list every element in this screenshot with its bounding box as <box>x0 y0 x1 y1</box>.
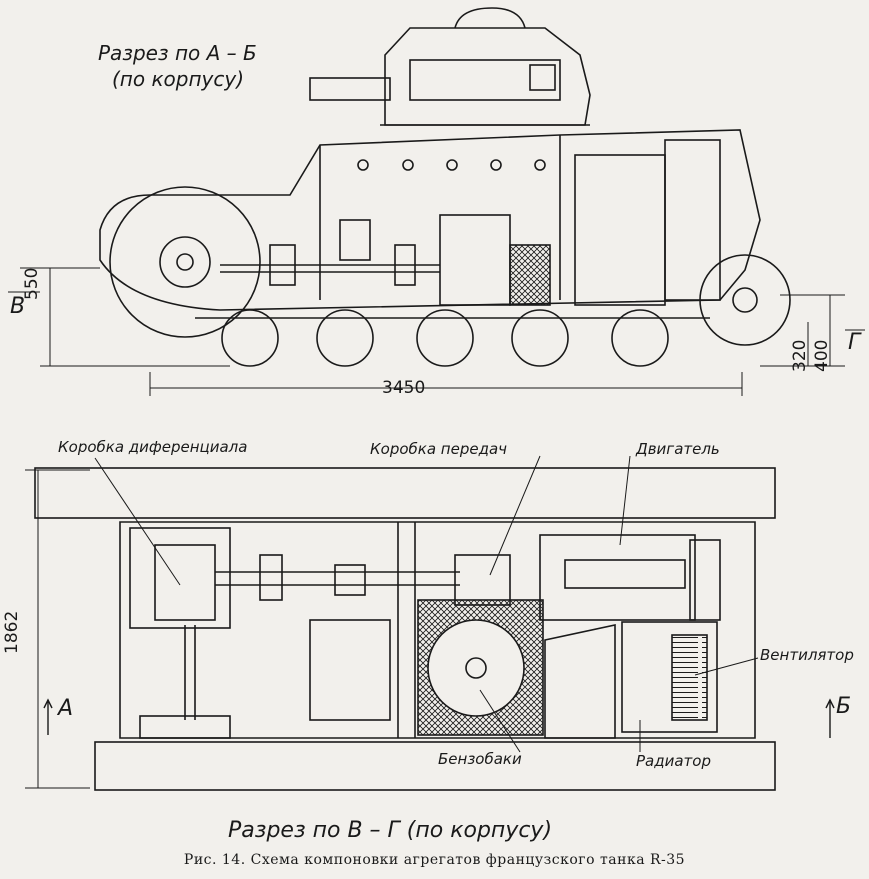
hull-top-plate <box>34 467 776 519</box>
side-dimensions <box>8 267 865 396</box>
radiator-block <box>621 621 718 733</box>
plan-view <box>25 455 835 791</box>
callout-radiator: Радиатор <box>636 752 711 770</box>
road-wheels <box>195 309 710 367</box>
section-mark-a: А <box>58 696 74 721</box>
section-mark-v: В <box>10 294 26 319</box>
dim-height-right: 400 <box>812 339 832 372</box>
fan-grille <box>671 634 708 721</box>
side-view-title-line1: Разрез по А – Б <box>98 41 257 65</box>
callout-fuel-tanks: Бензобаки <box>438 750 522 768</box>
side-view <box>8 7 865 396</box>
idler-wheel <box>699 254 791 346</box>
dim-clearance: 320 <box>790 339 810 372</box>
differential-box <box>154 544 216 621</box>
callout-gearbox: Коробка передач <box>370 440 508 458</box>
callout-fan: Вентилятор <box>760 646 854 664</box>
turret <box>309 7 591 126</box>
dim-length: 3450 <box>382 378 426 398</box>
gearbox <box>454 554 511 606</box>
figure-caption: Рис. 14. Схема компоновки агрегатов фран… <box>183 852 686 868</box>
section-mark-b: Б <box>836 694 852 719</box>
hull-side <box>99 129 761 311</box>
side-view-title-line2: (по корпусу) <box>112 67 245 91</box>
callout-leaders <box>94 455 759 753</box>
engine-block <box>539 534 696 621</box>
dim-width: 1862 <box>2 610 22 654</box>
side-view-title: Разрез по А – Б (по корпусу) <box>98 40 257 92</box>
hull-interior <box>119 521 756 739</box>
section-mark-g: Г <box>848 330 861 355</box>
hull-bottom-plate <box>94 741 776 791</box>
drive-sprocket <box>109 186 261 338</box>
callout-differential: Коробка диференциала <box>58 438 248 456</box>
plan-dimensions <box>25 469 90 789</box>
plan-view-title: Разрез по В – Г (по корпусу) <box>228 818 553 843</box>
callout-engine: Двигатель <box>636 440 720 458</box>
